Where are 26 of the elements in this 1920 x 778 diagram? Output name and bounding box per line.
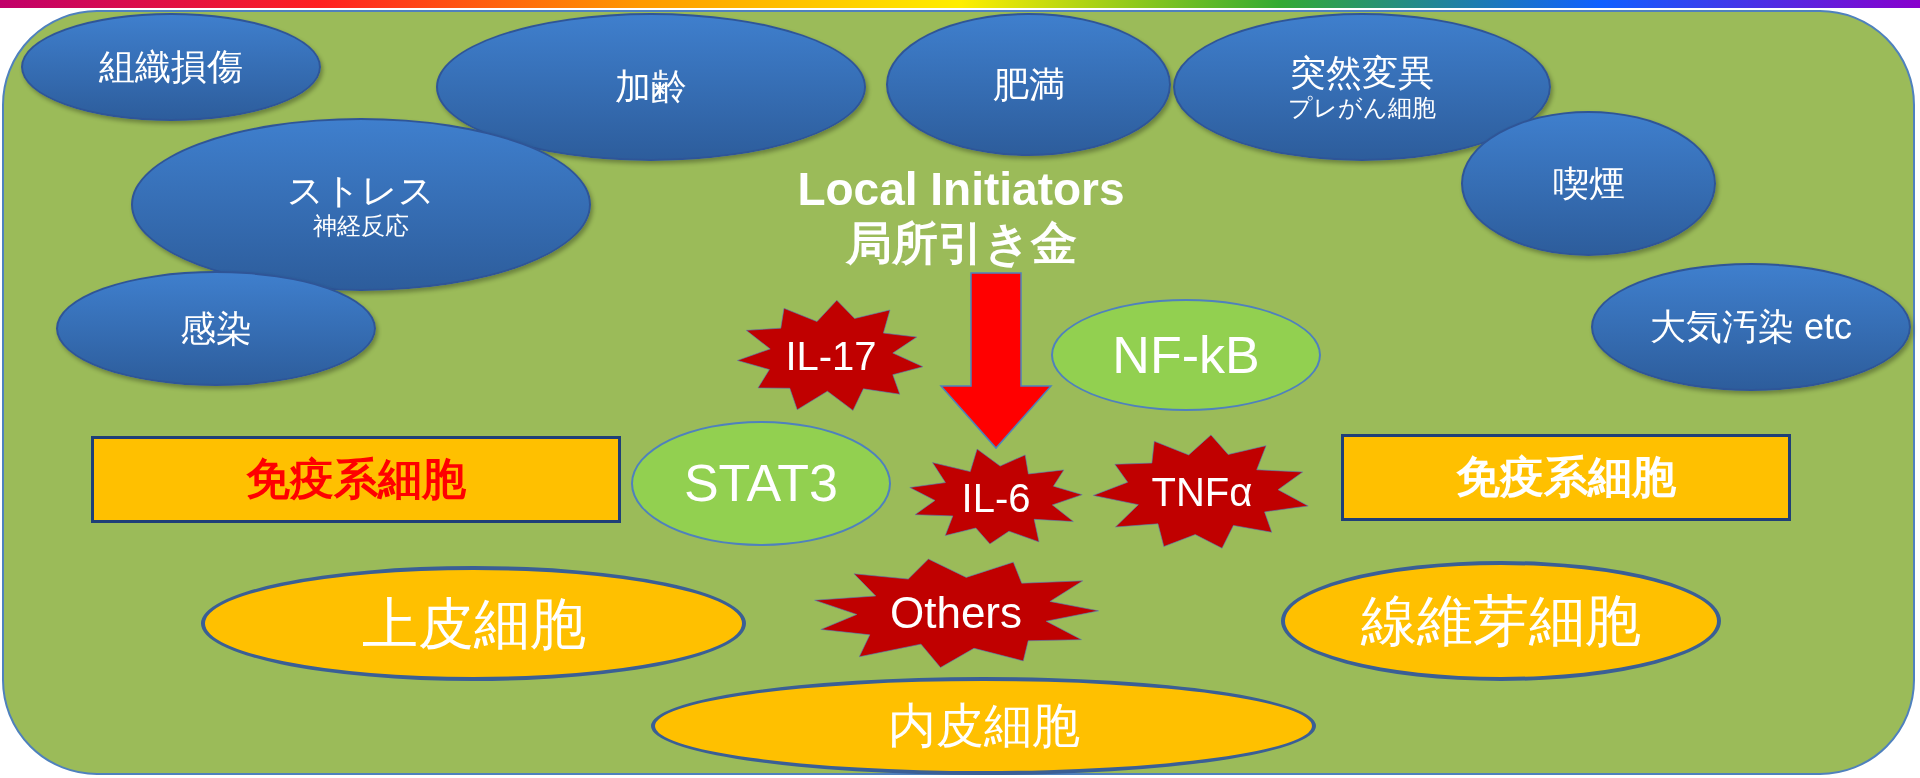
cell-type-label: 内皮細胞 <box>887 698 1080 755</box>
initiator-label: 突然変異 <box>1290 51 1434 95</box>
cell-type-bar <box>1341 434 1791 521</box>
factor-label: NF-kB <box>1112 324 1260 386</box>
cytokine-label: TNFα <box>1151 469 1253 516</box>
cytokine-label: Others <box>889 586 1022 639</box>
cell-type-bar <box>91 436 621 523</box>
cell-type-label: 免疫系細胞 <box>246 453 466 506</box>
block-arrow <box>941 273 1051 448</box>
initiator-label: 喫煙 <box>1552 161 1625 206</box>
initiators-panel <box>2 10 1915 775</box>
cell-type-label: 線維芽細胞 <box>1361 588 1641 655</box>
initiator-label: ストレス <box>287 168 435 212</box>
initiator-label: 組織損傷 <box>99 45 243 89</box>
initiator-label: 感染 <box>180 306 252 351</box>
initiator-label: 肥満 <box>992 62 1065 107</box>
initiator-label: 加齢 <box>615 65 687 109</box>
cell-type-label: 免疫系細胞 <box>1456 451 1676 504</box>
cytokine-label: IL-17 <box>785 333 877 380</box>
cell-type-label: 上皮細胞 <box>361 590 586 657</box>
initiator-sublabel: プレがん細胞 <box>1288 94 1436 123</box>
panel-title: Local Initiators 局所引き金 <box>796 162 1126 270</box>
cytokine-label: IL-6 <box>961 475 1031 522</box>
factor-label: STAT3 <box>683 453 839 515</box>
initiator-label: 大気汚染 etc <box>1650 305 1852 349</box>
initiator-sublabel: 神経反応 <box>313 211 409 241</box>
